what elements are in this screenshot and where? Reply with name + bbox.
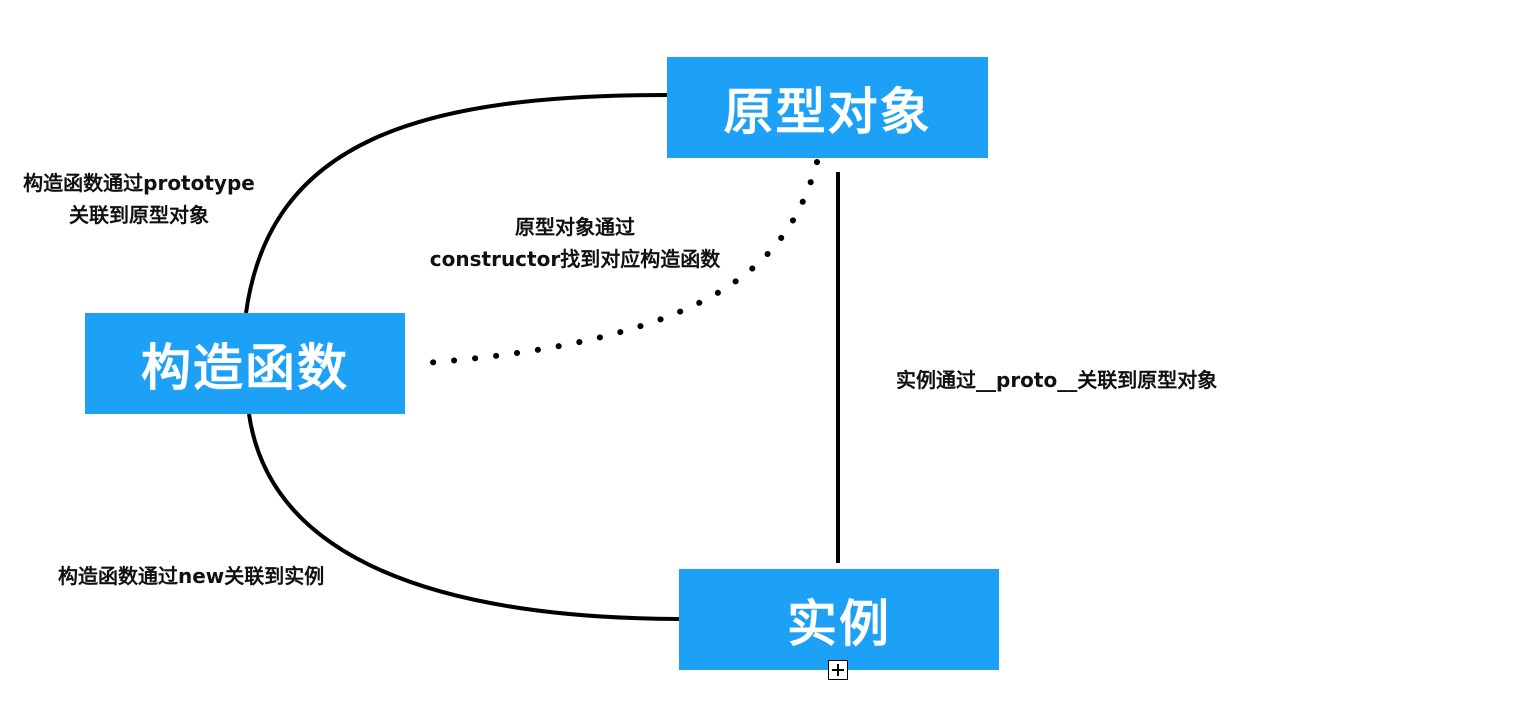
label-prototype-link-line2: 关联到原型对象 — [69, 203, 209, 227]
label-prototype-link-line1: 构造函数通过prototype — [23, 171, 255, 195]
label-constructor-link-line2: constructor找到对应构造函数 — [429, 247, 721, 271]
expand-handle-icon[interactable] — [828, 660, 848, 680]
label-constructor-link: 原型对象通过 constructor找到对应构造函数 — [408, 211, 742, 275]
node-constructor-function[interactable]: 构造函数 — [85, 313, 405, 414]
label-proto-link: 实例通过__proto__关联到原型对象 — [896, 368, 1218, 392]
edge-constructor-to-prototype — [244, 93, 668, 314]
label-constructor-link-line1: 原型对象通过 — [515, 215, 635, 239]
node-instance[interactable]: 实例 — [679, 569, 999, 670]
label-prototype-link: 构造函数通过prototype 关联到原型对象 — [8, 167, 270, 231]
node-prototype-object[interactable]: 原型对象 — [667, 57, 988, 158]
edge-constructor-to-instance — [247, 413, 680, 621]
label-new-link: 构造函数通过new关联到实例 — [58, 564, 325, 588]
edge-prototype-to-constructor-dotted — [422, 159, 820, 366]
